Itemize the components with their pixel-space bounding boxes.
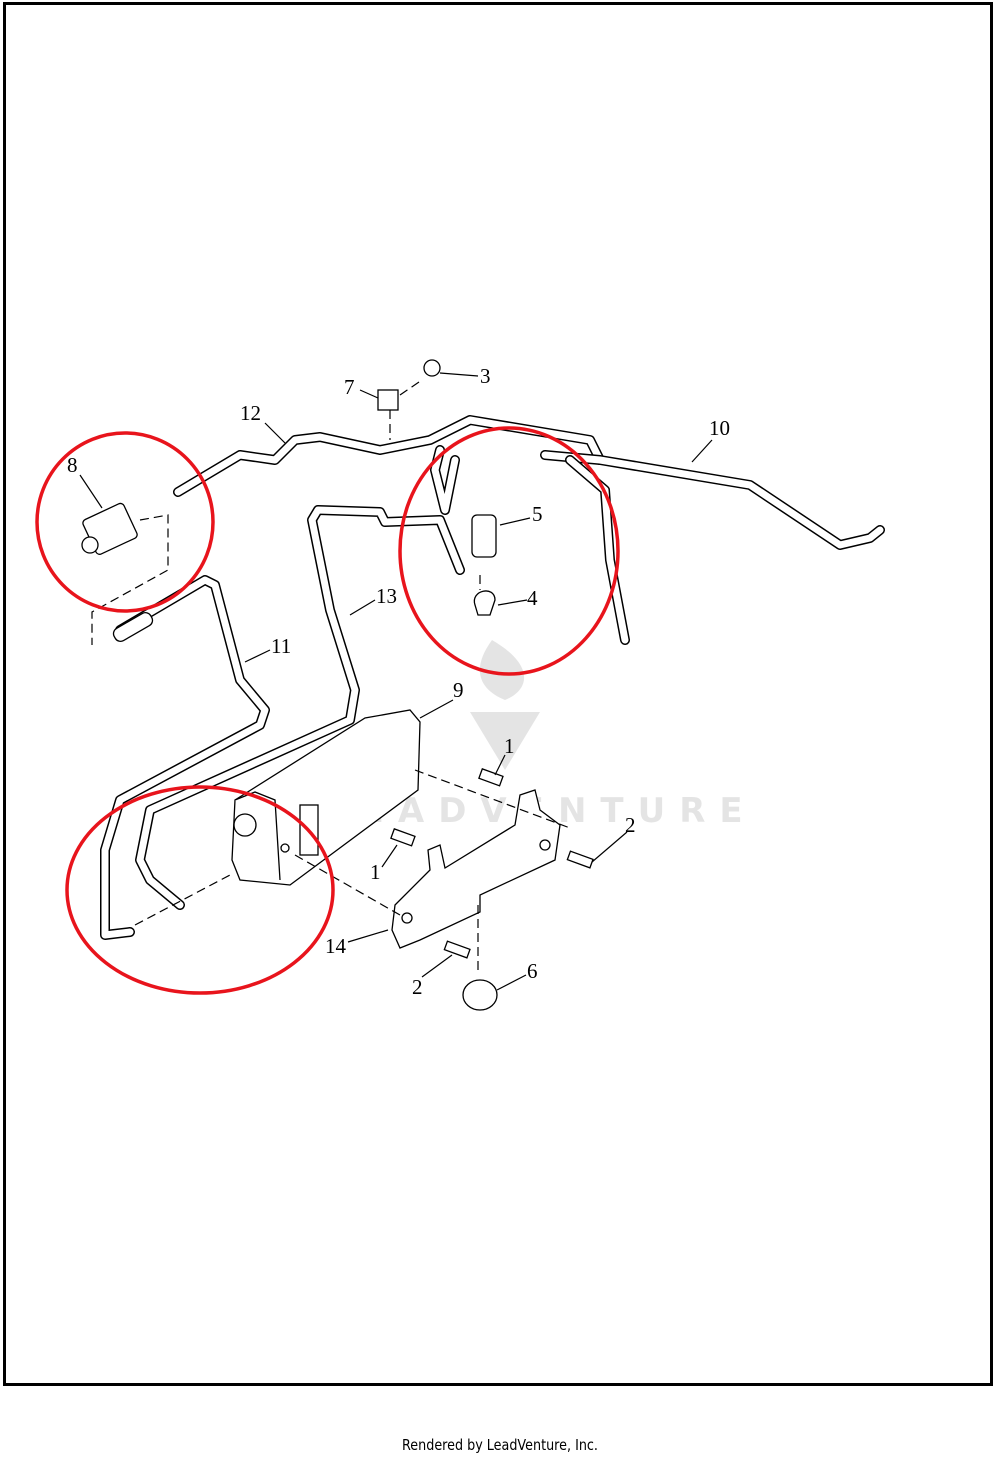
grommet [462,979,498,1011]
callout-9[interactable]: 9 [453,678,464,702]
callout-2b[interactable]: 2 [412,975,423,999]
diagram-frame [3,2,993,1386]
callout-6[interactable]: 6 [527,959,538,983]
callout-11[interactable]: 11 [271,634,291,658]
highlight-circle-canister-ports [65,785,335,995]
callout-3[interactable]: 3 [480,364,491,388]
callout-13[interactable]: 13 [376,584,397,608]
highlight-circle-purge-valve [35,431,215,613]
vapor-canister [231,709,421,886]
vent-cap [473,590,496,616]
callout-12[interactable]: 12 [240,401,261,425]
callout-1b[interactable]: 1 [370,860,381,884]
callout-5[interactable]: 5 [532,502,543,526]
vent-valve [471,514,497,558]
callout-8[interactable]: 8 [67,453,78,477]
clip [377,389,399,411]
hose-11 [100,575,270,940]
callout-14[interactable]: 14 [325,934,347,958]
hose-end [112,611,154,643]
leader-lines [79,372,713,991]
bracket [391,789,561,949]
hose-10 [430,445,885,645]
callout-2a[interactable]: 2 [625,813,636,837]
screws [390,768,594,959]
callout-7[interactable]: 7 [344,375,355,399]
clamp [423,359,441,377]
hose-13 [135,505,465,910]
highlight-circle-vent-valve [398,426,620,676]
purge-valve-port [81,536,99,554]
footer-credit: Rendered by LeadVenture, Inc. [402,1436,598,1454]
assembly-lines [91,379,571,975]
callout-10[interactable]: 10 [709,416,730,440]
watermark-logo [470,640,540,770]
callout-4[interactable]: 4 [527,586,538,610]
callout-1a[interactable]: 1 [504,734,515,758]
